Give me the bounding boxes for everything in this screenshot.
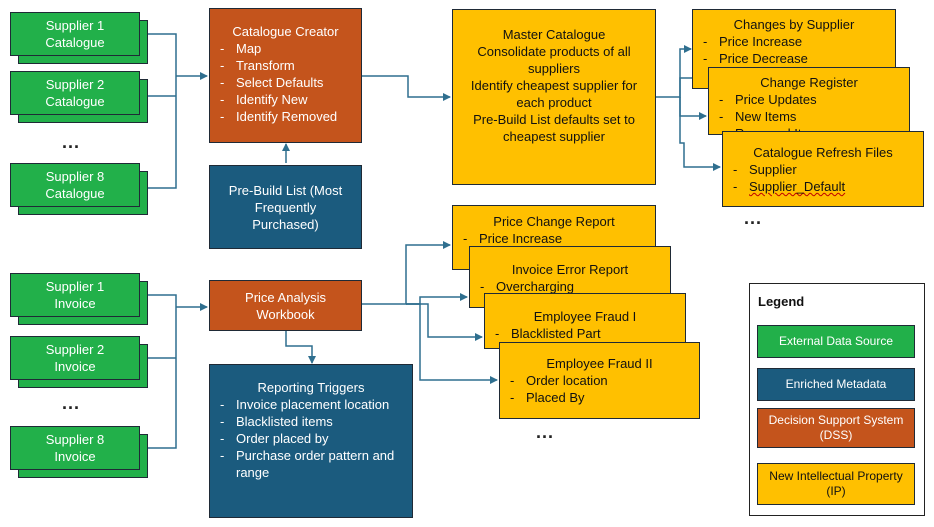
more-catalogues-ellipsis: ... bbox=[62, 132, 81, 152]
change-register: Change Register Price Updates New Items … bbox=[708, 67, 910, 135]
price-analysis-workbook: Price Analysis Workbook bbox=[209, 280, 362, 331]
list-item: Price Decrease bbox=[703, 50, 895, 67]
catalogue-creator-title: Catalogue Creator bbox=[232, 24, 339, 39]
master-catalogue-line: Identify cheapest supplier for each prod… bbox=[470, 78, 638, 110]
list-item: Price Updates bbox=[719, 91, 909, 108]
master-catalogue-line: Pre-Build List defaults set to cheapest … bbox=[473, 112, 635, 144]
list-item: Removed Items bbox=[719, 125, 909, 134]
employee-fraud-1-title: Employee Fraud I bbox=[533, 309, 637, 324]
catalogue-refresh-list: Supplier Supplier_Default bbox=[723, 161, 923, 195]
supplier-2-invoice: Supplier 2 Invoice bbox=[10, 336, 140, 380]
list-item: Transform bbox=[220, 57, 361, 74]
employee-fraud-2-list: Order location Placed By bbox=[500, 372, 699, 406]
change-register-list: Price Updates New Items Removed Items bbox=[709, 91, 909, 134]
employee-fraud-1-list: Blacklisted Part bbox=[485, 325, 685, 342]
list-item: New Items bbox=[719, 108, 909, 125]
price-change-report-list: Price Increase bbox=[453, 230, 655, 247]
legend: Legend External Data Source Enriched Met… bbox=[749, 283, 925, 516]
catalogue-refresh-files: Catalogue Refresh Files Supplier Supplie… bbox=[722, 131, 924, 207]
master-catalogue-line: Consolidate products of all suppliers bbox=[477, 44, 631, 76]
list-item: Supplier_Default bbox=[733, 178, 923, 195]
more-invoices-ellipsis: ... bbox=[62, 393, 81, 413]
list-item: Map bbox=[220, 40, 361, 57]
changes-by-supplier-list: Price Increase Price Decrease bbox=[693, 33, 895, 67]
supplier-8-invoice: Supplier 8 Invoice bbox=[10, 426, 140, 470]
list-item: Invoice placement location bbox=[220, 396, 412, 413]
list-item: Order location bbox=[510, 372, 699, 389]
supplier-8-catalogue: Supplier 8 Catalogue bbox=[10, 163, 140, 207]
supplier-1-invoice: Supplier 1 Invoice bbox=[10, 273, 140, 317]
reporting-triggers: Reporting Triggers Invoice placement loc… bbox=[209, 364, 413, 518]
employee-fraud-2: Employee Fraud II Order location Placed … bbox=[499, 342, 700, 419]
change-register-title: Change Register bbox=[760, 75, 858, 90]
reporting-triggers-list: Invoice placement location Blacklisted i… bbox=[210, 396, 412, 481]
legend-title: Legend bbox=[758, 294, 805, 309]
price-change-report-title: Price Change Report bbox=[493, 214, 615, 229]
invoice-error-report-list: Overcharging bbox=[470, 278, 670, 295]
list-item: Price Increase bbox=[463, 230, 655, 247]
catalogue-creator-list: Map Transform Select Defaults Identify N… bbox=[210, 40, 361, 125]
supplier-1-catalogue: Supplier 1 Catalogue bbox=[10, 12, 140, 56]
master-catalogue-title: Master Catalogue bbox=[502, 27, 606, 42]
list-item: Placed By bbox=[510, 389, 699, 406]
list-item: Overcharging bbox=[480, 278, 670, 295]
changes-by-supplier-title: Changes by Supplier bbox=[733, 17, 855, 32]
list-item: Order placed by bbox=[220, 430, 412, 447]
list-item: Price Increase bbox=[703, 33, 895, 50]
employee-fraud-2-title: Employee Fraud II bbox=[546, 356, 653, 371]
more-reports-ellipsis: ... bbox=[536, 422, 555, 442]
catalogue-creator: Catalogue Creator Map Transform Select D… bbox=[209, 8, 362, 143]
employee-fraud-1: Employee Fraud I Blacklisted Part bbox=[484, 293, 686, 349]
legend-external-data-source: External Data Source bbox=[757, 325, 915, 358]
list-item: Identify New bbox=[220, 91, 361, 108]
more-outputs-ellipsis: ... bbox=[744, 208, 763, 228]
list-item: Blacklisted items bbox=[220, 413, 412, 430]
reporting-triggers-title: Reporting Triggers bbox=[257, 380, 365, 395]
invoice-error-report-title: Invoice Error Report bbox=[511, 262, 629, 277]
supplier-default-text: Supplier_Default bbox=[749, 179, 846, 194]
list-item: Supplier bbox=[733, 161, 923, 178]
pre-build-list: Pre-Build List (Most Frequently Purchase… bbox=[209, 165, 362, 249]
legend-new-intellectual-property: New Intellectual Property (IP) bbox=[757, 463, 915, 505]
list-item: Purchase order pattern and range bbox=[220, 447, 412, 481]
catalogue-refresh-title: Catalogue Refresh Files bbox=[753, 145, 893, 160]
master-catalogue: Master Catalogue Consolidate products of… bbox=[452, 9, 656, 185]
supplier-2-catalogue: Supplier 2 Catalogue bbox=[10, 71, 140, 115]
list-item: Identify Removed bbox=[220, 108, 361, 125]
legend-enriched-metadata: Enriched Metadata bbox=[757, 368, 915, 401]
list-item: Blacklisted Part bbox=[495, 325, 685, 342]
legend-decision-support-system: Decision Support System (DSS) bbox=[757, 408, 915, 448]
list-item: Select Defaults bbox=[220, 74, 361, 91]
